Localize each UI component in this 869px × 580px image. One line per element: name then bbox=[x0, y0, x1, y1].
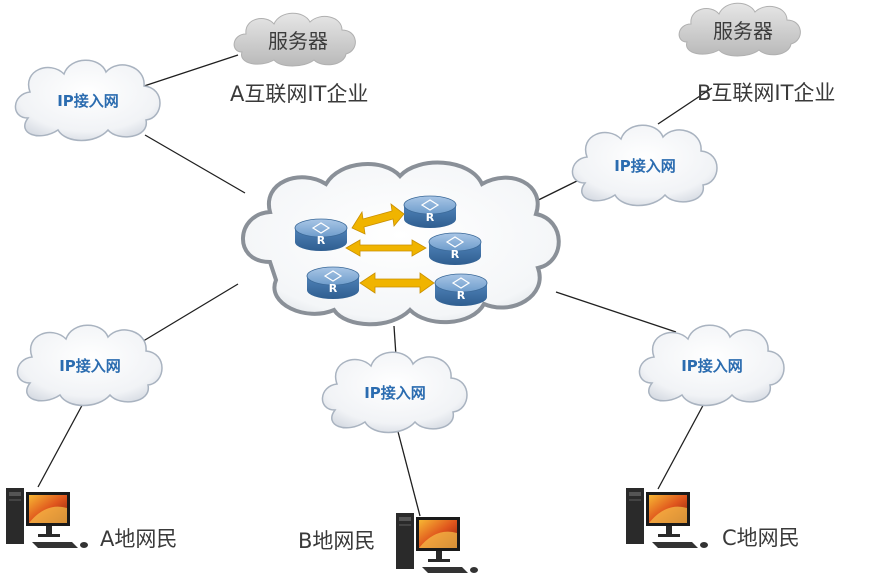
router-icon: R bbox=[428, 232, 482, 266]
computer-icon bbox=[626, 488, 708, 548]
computer-icon bbox=[396, 513, 478, 573]
link-core-access-left bbox=[134, 283, 239, 347]
link-access-user-c bbox=[657, 397, 708, 490]
svg-text:R: R bbox=[329, 282, 338, 295]
access-network-label: IP接入网 bbox=[59, 357, 121, 375]
router-icon: R bbox=[294, 218, 348, 252]
link-core-access-mid bbox=[393, 325, 397, 357]
connection-lines bbox=[37, 54, 713, 517]
svg-text:R: R bbox=[426, 211, 435, 224]
svg-text:R: R bbox=[451, 248, 460, 261]
access-network-label: IP接入网 bbox=[57, 92, 119, 110]
bidirectional-arrow-icon bbox=[359, 272, 435, 294]
access-network-cloud: IP接入网 bbox=[571, 124, 718, 207]
server-cloud-a: 服务器 bbox=[233, 12, 356, 67]
router-icon: R bbox=[403, 195, 457, 229]
access-network-label: IP接入网 bbox=[364, 384, 426, 402]
access-network-label: IP接入网 bbox=[614, 157, 676, 175]
computer-icon bbox=[6, 488, 88, 548]
access-network-cloud: IP接入网 bbox=[638, 324, 785, 407]
link-access-user-a bbox=[37, 397, 87, 488]
access-network-label: IP接入网 bbox=[681, 357, 743, 375]
access-network-cloud: IP接入网 bbox=[16, 324, 163, 407]
server-cloud-b: 服务器 bbox=[678, 2, 801, 57]
user-label-c: C地网民 bbox=[722, 526, 800, 550]
bidirectional-arrow-icon bbox=[345, 239, 427, 257]
svg-text:R: R bbox=[317, 234, 326, 247]
router-icon: R bbox=[306, 266, 360, 300]
access-network-cloud: IP接入网 bbox=[321, 351, 468, 434]
server-label: 服务器 bbox=[713, 19, 773, 43]
server-label: 服务器 bbox=[268, 29, 328, 53]
link-server-a bbox=[137, 54, 239, 89]
org-label-a: A互联网IT企业 bbox=[230, 82, 368, 106]
org-label-b: B互联网IT企业 bbox=[697, 81, 835, 105]
user-label-a: A地网民 bbox=[100, 527, 177, 551]
access-network-cloud: IP接入网 bbox=[14, 59, 161, 142]
bidirectional-arrow-icon bbox=[351, 203, 405, 235]
link-access-a-core bbox=[144, 134, 246, 194]
router-link-arrows bbox=[345, 203, 435, 294]
link-server-b bbox=[657, 87, 713, 125]
router-icon: R bbox=[434, 273, 488, 307]
svg-text:R: R bbox=[457, 289, 466, 302]
core-network-cloud bbox=[241, 160, 561, 327]
link-access-user-b bbox=[395, 423, 421, 517]
user-label-b: B地网民 bbox=[298, 529, 375, 553]
link-core-access-right bbox=[555, 291, 677, 333]
